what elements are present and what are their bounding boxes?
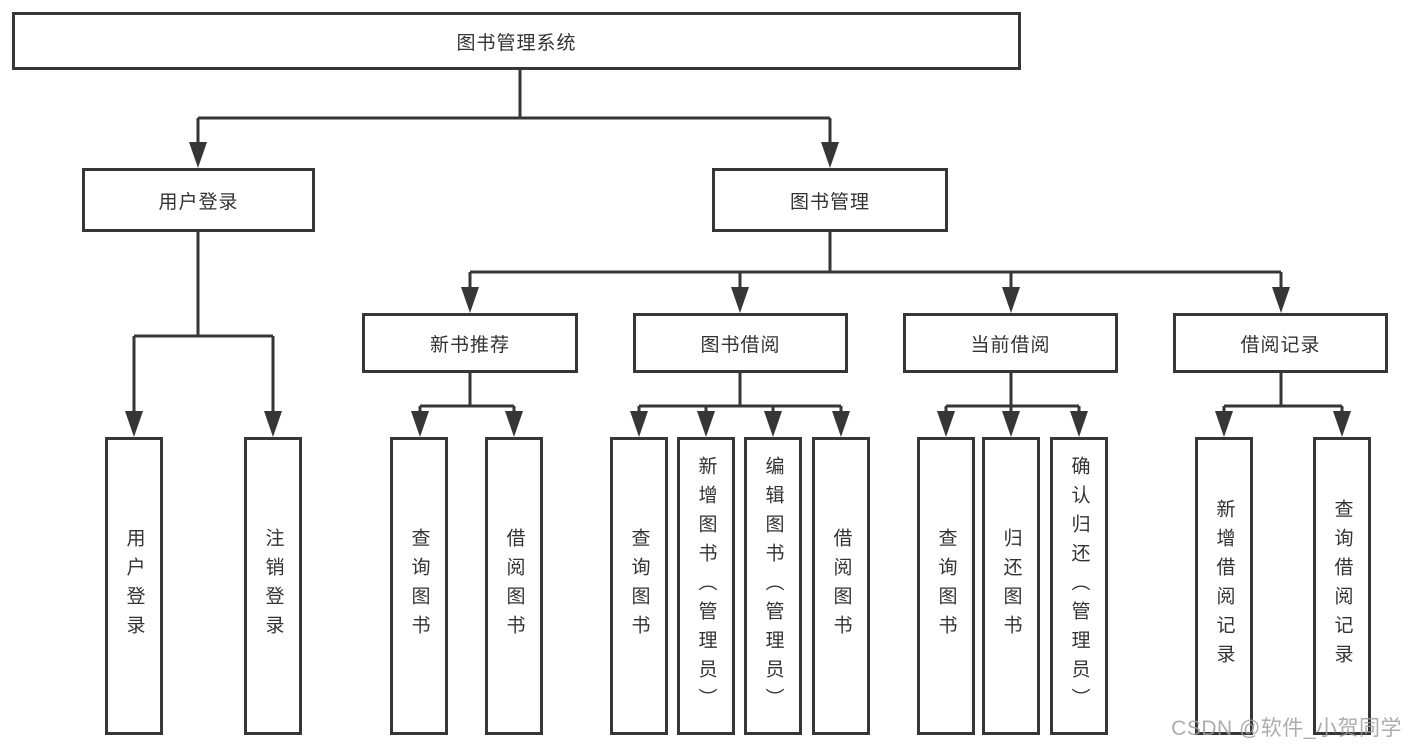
leaf-label: 归还图书 xyxy=(1000,528,1022,644)
leaf-logout: 注销登录 xyxy=(244,437,302,735)
node-label: 图书管理系统 xyxy=(456,32,577,54)
leaf-add-books-admin: 新增图书（管理员） xyxy=(677,437,735,735)
leaf-borrow-books-recommend: 借阅图书 xyxy=(485,437,543,735)
node-label: 当前借阅 xyxy=(970,334,1051,356)
leaf-query-borrow-record: 查询借阅记录 xyxy=(1313,437,1371,735)
leaf-return-books: 归还图书 xyxy=(982,437,1040,735)
node-book-borrow: 图书借阅 xyxy=(633,313,848,373)
arrowheads xyxy=(125,142,1351,437)
leaf-edit-books-admin: 编辑图书（管理员） xyxy=(744,437,802,735)
leaf-label: 查询图书 xyxy=(408,528,430,644)
leaf-confirm-return-admin: 确认归还（管理员） xyxy=(1050,437,1108,735)
node-borrow-records: 借阅记录 xyxy=(1173,313,1388,373)
node-label: 图书管理 xyxy=(789,191,870,213)
csdn-watermark: CSDN @软件_小贺同学 xyxy=(1171,717,1402,740)
leaf-label: 注销登录 xyxy=(262,528,284,644)
node-current-borrow: 当前借阅 xyxy=(903,313,1118,373)
node-label: 借阅记录 xyxy=(1240,334,1321,356)
node-label: 图书借阅 xyxy=(700,334,781,356)
leaf-label: 用户登录 xyxy=(123,528,145,644)
leaf-label: 查询图书 xyxy=(935,528,957,644)
leaf-label: 编辑图书（管理员） xyxy=(762,455,784,717)
leaf-label: 新增借阅记录 xyxy=(1213,499,1235,673)
leaf-query-books-borrow: 查询图书 xyxy=(610,437,668,735)
leaf-add-borrow-record: 新增借阅记录 xyxy=(1195,437,1253,735)
leaf-label: 借阅图书 xyxy=(503,528,525,644)
node-book-management: 图书管理 xyxy=(712,168,948,232)
node-new-book-recommend: 新书推荐 xyxy=(362,313,578,373)
leaf-user-login: 用户登录 xyxy=(105,437,163,735)
node-root-system: 图书管理系统 xyxy=(12,12,1021,70)
node-label: 新书推荐 xyxy=(429,334,510,356)
node-label: 用户登录 xyxy=(158,191,239,213)
leaf-label: 新增图书（管理员） xyxy=(695,455,717,717)
node-user-login: 用户登录 xyxy=(82,168,315,232)
leaf-label: 查询图书 xyxy=(628,528,650,644)
leaf-borrow-books: 借阅图书 xyxy=(812,437,870,735)
leaf-query-books-recommend: 查询图书 xyxy=(390,437,448,735)
leaf-label: 借阅图书 xyxy=(830,528,852,644)
leaf-label: 确认归还（管理员） xyxy=(1068,455,1090,717)
leaf-label: 查询借阅记录 xyxy=(1331,499,1353,673)
leaf-query-books-current: 查询图书 xyxy=(917,437,975,735)
